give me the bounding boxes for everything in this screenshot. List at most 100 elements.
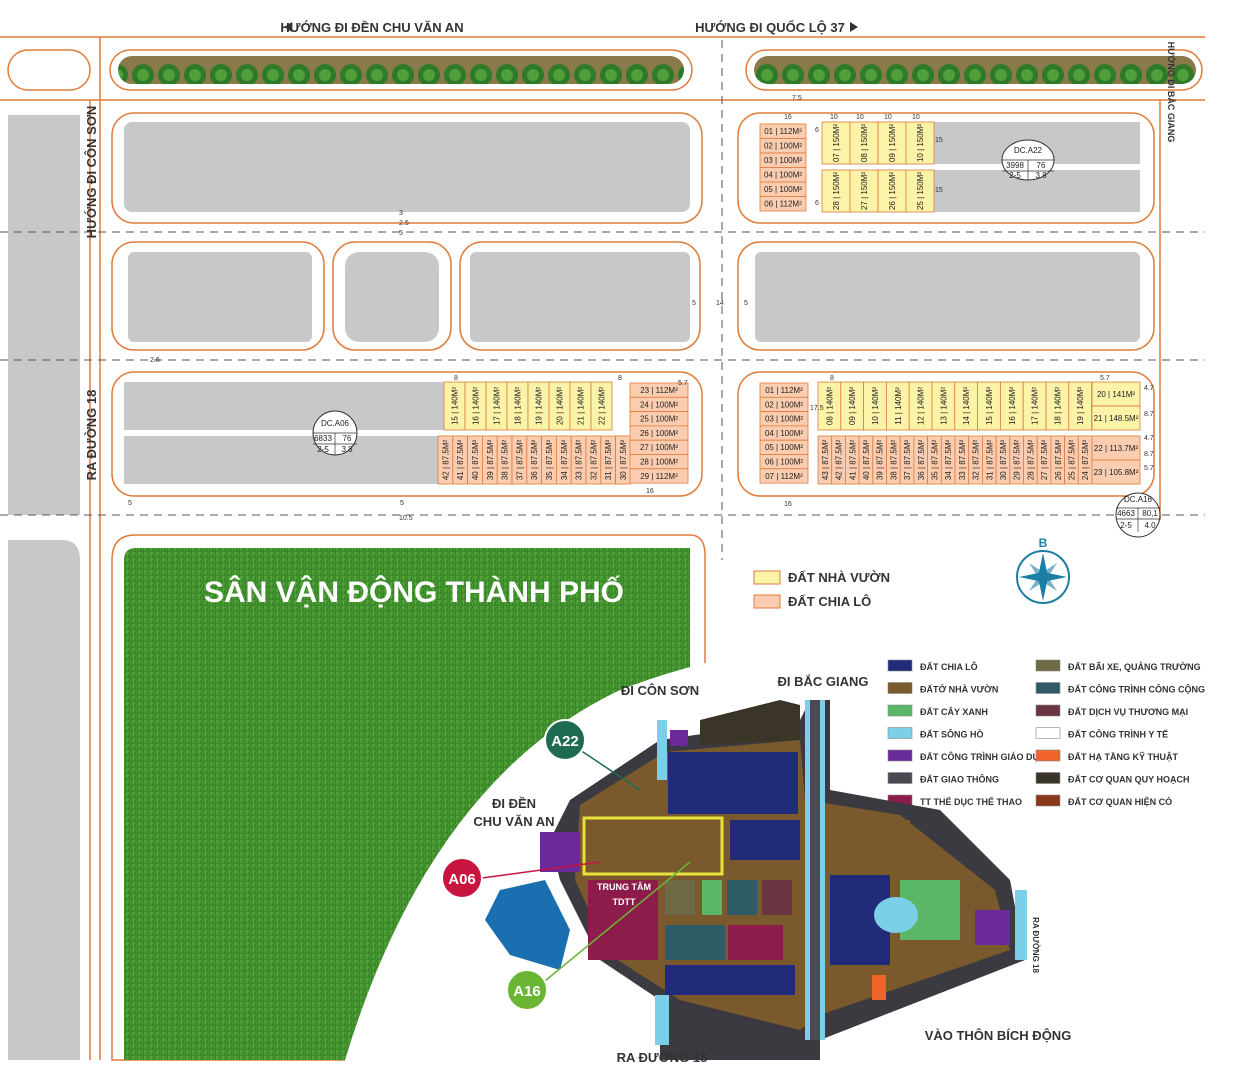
legend-swatch: [1035, 794, 1061, 807]
lot-label: 05 | 100M²: [764, 185, 802, 194]
lot-label: 36 | 87.5M²: [917, 440, 926, 481]
lot-label: 43 | 87.5M²: [821, 440, 830, 481]
road-label-top-right: HƯỚNG ĐI QUỐC LỘ 37: [695, 20, 845, 35]
legend-swatch: [887, 727, 913, 739]
legend-label: ĐẤT CƠ QUAN QUY HOẠCH: [1068, 775, 1190, 785]
legend-label: ĐẤT DỊCH VỤ THƯƠNG MẠI: [1068, 707, 1188, 717]
compass-icon: B: [1016, 536, 1070, 604]
overview-label-duong-18-side: RA ĐƯỜNG 18: [1031, 917, 1040, 973]
lot-label: 27 | 87.5M²: [1040, 440, 1049, 481]
lot-label: 37 | 87.5M²: [903, 440, 912, 481]
dim: 5: [744, 300, 748, 307]
dim: 5.7: [1144, 465, 1154, 472]
overview-district: TRUNG TÂM TDTT: [481, 700, 1027, 1060]
legend-swatch: [887, 659, 913, 672]
dim: 8.7: [1144, 451, 1154, 458]
dim: 8: [830, 375, 834, 382]
arrow-right-icon: [850, 22, 858, 32]
overview-label-chu-van-an-1: ĐI ĐỀN: [492, 796, 536, 811]
lot-label: 21 | 140M²: [577, 387, 586, 425]
dim: 5: [399, 230, 403, 237]
legend-swatch: [887, 749, 913, 762]
road-label-con-son: HƯỚNG ĐI CÔN SƠN: [84, 106, 99, 239]
lot-label: 17 | 140M²: [493, 387, 502, 425]
lot-label: 20 | 141M²: [1097, 390, 1135, 399]
dim: 6: [815, 127, 819, 134]
road-label-bac-giang: HƯỚNG ĐI BẮC GIANG: [1166, 42, 1177, 143]
legend-swatch: [887, 704, 913, 717]
lot-label: 42 | 87.5M²: [835, 440, 844, 481]
lot-label: 09 | 150M²: [888, 124, 897, 162]
dim: 16: [784, 114, 792, 121]
stadium-label: SÂN VẬN ĐỘNG THÀNH PHỐ: [204, 575, 624, 609]
lot-parcel: [821, 121, 851, 165]
lot-parcel: [905, 121, 935, 165]
arrow-left-icon: [284, 22, 292, 32]
lot-label: 03 | 100M²: [764, 156, 802, 165]
overview-label-bac-giang: ĐI BẮC GIANG: [778, 674, 869, 689]
legend-label: ĐẤT CÂY XANH: [920, 706, 988, 717]
legend-label: ĐẤT SÔNG HỒ: [920, 729, 984, 740]
lot-label: 02 | 100M²: [765, 400, 803, 409]
a16-floors: 2-5: [1120, 521, 1132, 530]
lot-label: 42 | 87.5M²: [441, 440, 450, 481]
a06-lots: 76: [343, 434, 352, 443]
lot-label: 08 | 150M²: [860, 124, 869, 162]
dim: 16: [646, 488, 654, 495]
dim: 15: [935, 187, 943, 194]
lot-parcel: [759, 196, 807, 212]
lot-label: 20 | 140M²: [556, 387, 565, 425]
dim: 10: [830, 114, 838, 121]
lot-label: 08 | 140M²: [825, 387, 834, 425]
legend-swatch-divided: [753, 594, 781, 609]
dim: 5: [128, 500, 132, 507]
lot-label: 29 | 87.5M²: [1013, 440, 1022, 481]
lot-label: 32 | 87.5M²: [589, 440, 598, 481]
lot-label: 04 | 100M²: [764, 171, 802, 180]
legend-label-divided: ĐẤT CHIA LÔ: [788, 594, 871, 609]
overview-sport-center-1: TRUNG TÂM: [597, 881, 651, 892]
lot-label: 40 | 87.5M²: [862, 440, 871, 481]
dim: 5.7: [1100, 375, 1110, 382]
lot-label: 10 | 150M²: [916, 124, 925, 162]
lot-label: 25 | 100M²: [640, 415, 678, 424]
lot-parcel: [905, 169, 935, 213]
legend-label: ĐẤT GIAO THÔNG: [920, 774, 999, 785]
lot-label: 19 | 140M²: [535, 387, 544, 425]
legend-label: ĐẤT CƠ QUAN HIỆN CÓ: [1068, 796, 1172, 807]
lot-label: 30 | 87.5M²: [619, 440, 628, 481]
lot-label: 29 | 112M²: [640, 472, 678, 481]
lot-label: 28 | 100M²: [640, 458, 678, 467]
lot-label: 06 | 112M²: [764, 200, 802, 209]
a22-area: 3998: [1006, 161, 1024, 170]
legend-swatch: [1035, 659, 1061, 672]
lot-parcel: [877, 121, 907, 165]
legend-swatch: [887, 682, 913, 694]
lot-label: 19 | 140M²: [1076, 387, 1085, 425]
legend-label: ĐẤT BÃI XE, QUẢNG TRƯỜNG: [1068, 661, 1201, 672]
lot-label: 28 | 150M²: [832, 172, 841, 210]
lot-label: 41 | 87.5M²: [848, 440, 857, 481]
lot-parcel: [1091, 459, 1141, 485]
a22-code: DC.A22: [1014, 146, 1043, 155]
dim: 16: [784, 501, 792, 508]
legend-label: ĐẤT CÔNG TRÌNH GIÁO DỤC: [920, 751, 1046, 762]
lot-parcel: [1091, 435, 1141, 461]
legend-swatch: [1035, 682, 1061, 694]
legend-label: ĐẤT CÔNG TRÌNH Y TẾ: [1068, 729, 1168, 740]
dim: 14: [716, 300, 724, 307]
overview-label-chu-van-an-2: CHU VĂN AN: [473, 814, 554, 829]
dimension-labels: 16 10 10 10 10 15 15 6 6 5 14 5 16 16 8 …: [128, 95, 1154, 542]
dim: 8.7: [1144, 411, 1154, 418]
a22-floors: 2-5: [1009, 171, 1021, 180]
dim: 5: [400, 500, 404, 507]
lot-parcel: [1091, 381, 1141, 407]
lot-label: 01 | 112M²: [765, 386, 803, 395]
lot-label: 27 | 150M²: [860, 172, 869, 210]
lot-label: 23 | 105.8M²: [1094, 468, 1139, 477]
legend-swatch: [1035, 772, 1061, 784]
callout-a06-label: A06: [448, 871, 476, 888]
